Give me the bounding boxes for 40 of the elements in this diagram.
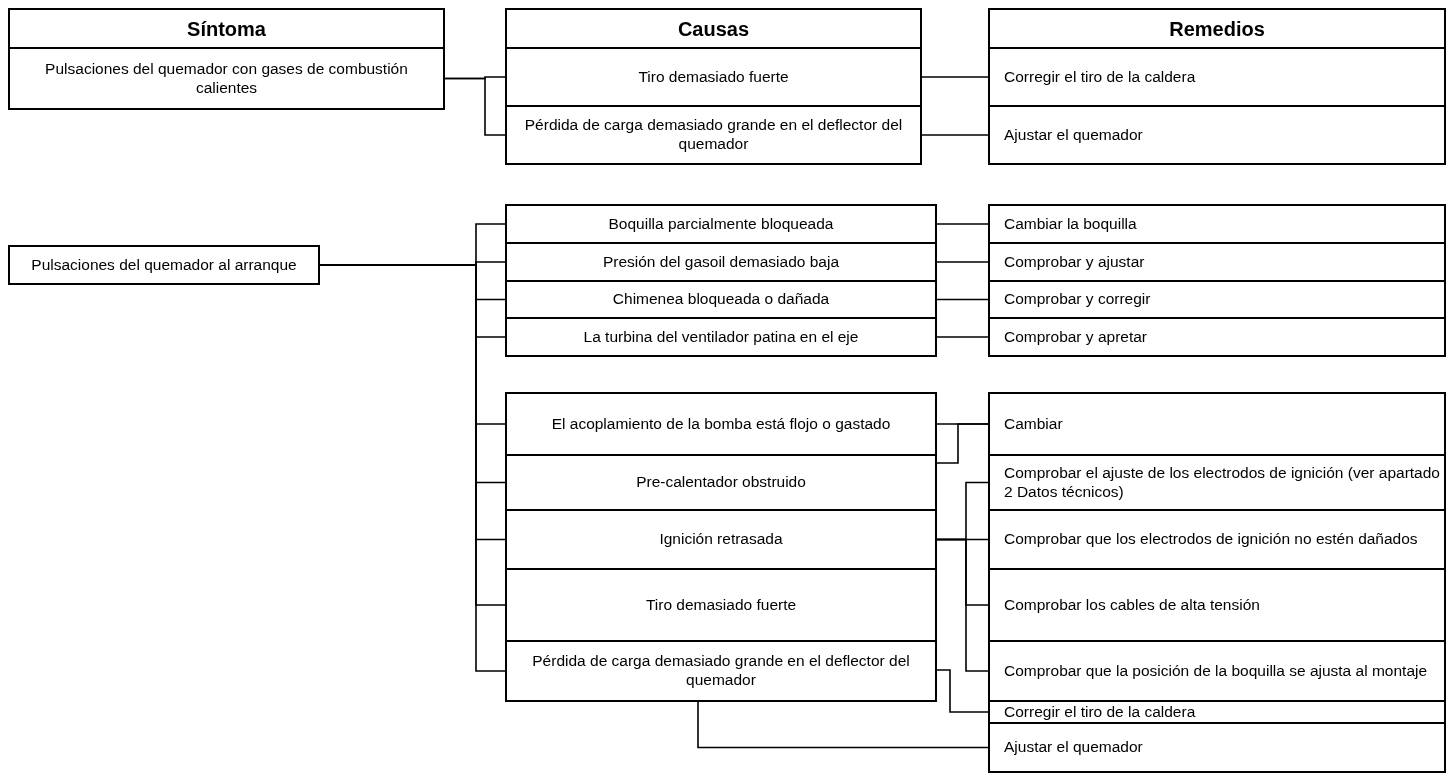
remedy-box: Comprobar y corregir [988, 280, 1446, 319]
connector-line [936, 223, 989, 225]
connector-line [936, 669, 989, 713]
cause-box: La turbina del ventilador patina en el eje [505, 317, 937, 357]
column-header: Remedios [988, 8, 1446, 49]
cause-box: Boquilla parcialmente bloqueada [505, 204, 937, 244]
cause-box: El acoplamiento de la bomba está flojo o gastado [505, 392, 937, 456]
column-header: Causas [505, 8, 922, 49]
cause-box: Chimenea bloqueada o dañada [505, 280, 937, 319]
connector-line [697, 701, 989, 749]
symptom-box: Pulsaciones del quemador con gases de combustión calientes [8, 47, 445, 110]
remedy-box: Ajustar el quemador [988, 105, 1446, 165]
column-header: Síntoma [8, 8, 445, 49]
connector-line [936, 538, 989, 672]
remedy-box: Comprobar que la posición de la boquilla se ajusta al montaje [988, 640, 1446, 702]
remedy-box: Comprobar los cables de alta tensión [988, 568, 1446, 642]
cause-box: Tiro demasiado fuerte [505, 568, 937, 642]
connector-line [936, 298, 989, 301]
cause-box: Tiro demasiado fuerte [505, 47, 922, 107]
remedy-box: Corregir el tiro de la caldera [988, 700, 1446, 724]
connector-line [936, 261, 989, 263]
remedy-box: Comprobar y apretar [988, 317, 1446, 357]
symptom-box: Pulsaciones del quemador al arranque [8, 245, 320, 285]
remedy-box: Comprobar el ajuste de los electrodos de ignición (ver apartado 2 Datos técnicos) [988, 454, 1446, 511]
remedy-box: Ajustar el quemador [988, 722, 1446, 773]
connector-line [936, 423, 989, 464]
connector-line [444, 77, 506, 136]
cause-box: Pérdida de carga demasiado grande en el deflector del quemador [505, 640, 937, 702]
remedy-box: Comprobar que los electrodos de ignición no estén dañados [988, 509, 1446, 570]
cause-box: Presión del gasoil demasiado baja [505, 242, 937, 282]
connector-line [921, 134, 989, 136]
remedy-box: Comprobar y ajustar [988, 242, 1446, 282]
cause-box: Pérdida de carga demasiado grande en el deflector del quemador [505, 105, 922, 165]
cause-box: Ignición retrasada [505, 509, 937, 570]
cause-box: Pre-calentador obstruido [505, 454, 937, 511]
connector-line [936, 336, 989, 338]
remedy-box: Corregir el tiro de la caldera [988, 47, 1446, 107]
remedy-box: Cambiar [988, 392, 1446, 456]
remedy-box: Cambiar la boquilla [988, 204, 1446, 244]
connector-line [921, 76, 989, 78]
